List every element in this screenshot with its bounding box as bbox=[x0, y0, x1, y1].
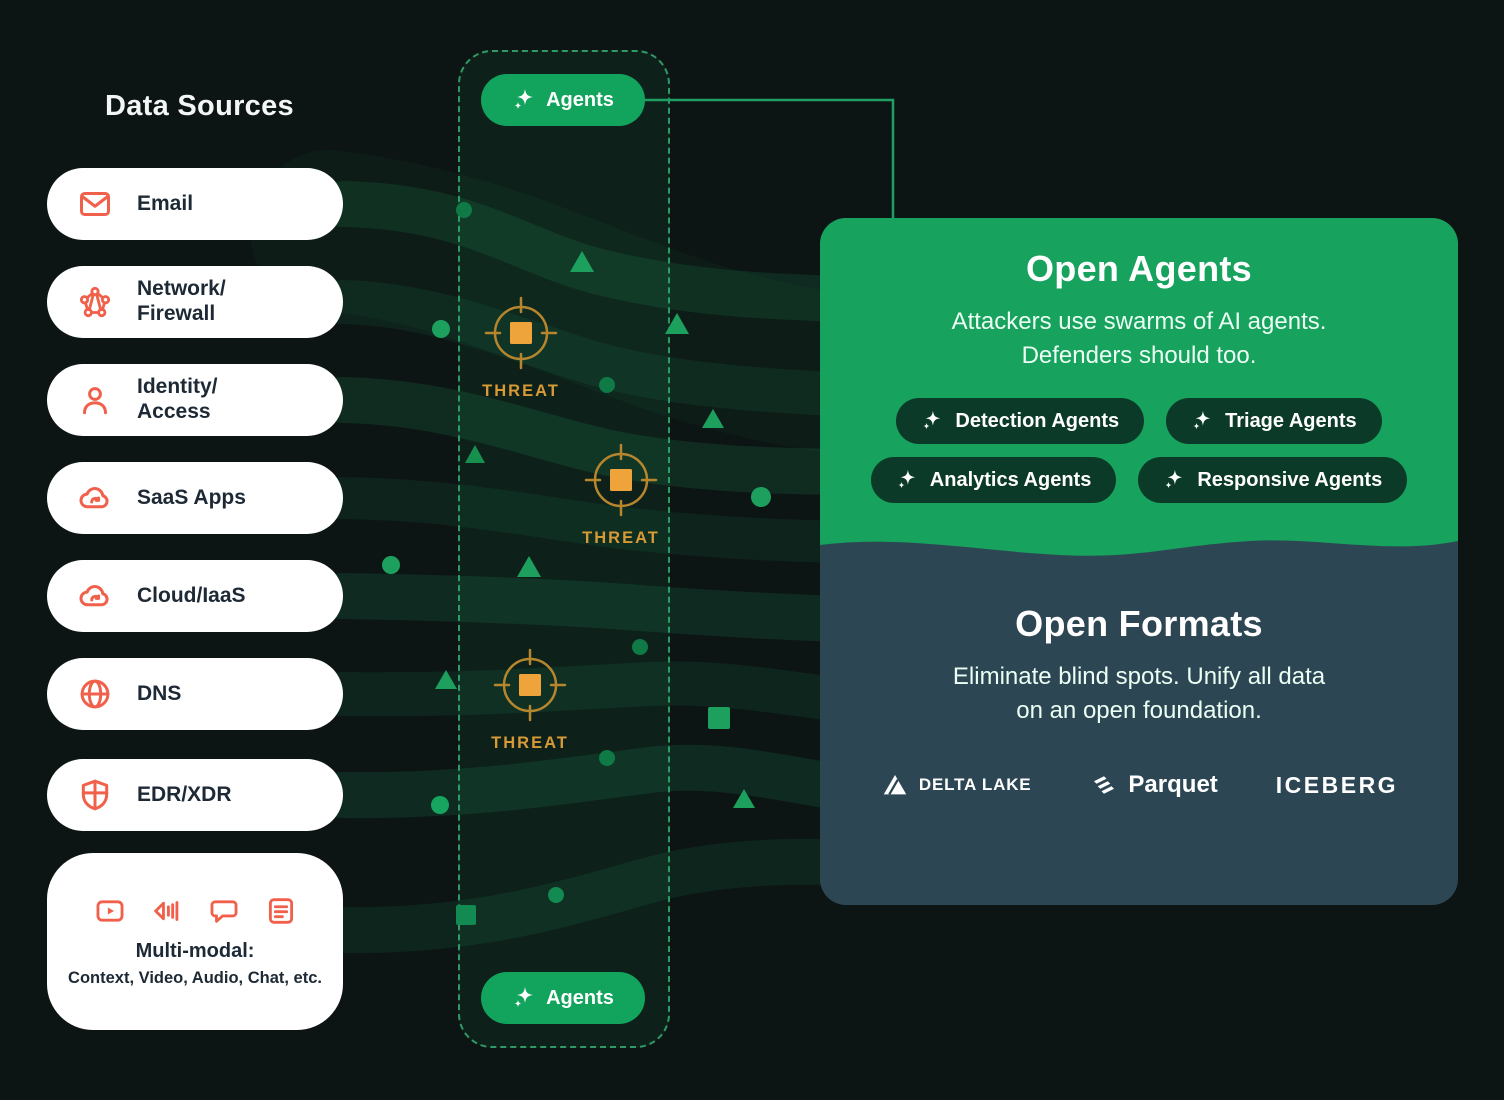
threat-marker-1: THREAT bbox=[451, 295, 591, 401]
source-label: Network/ Firewall bbox=[137, 277, 226, 325]
agent-type-pills: Detection Agents Triage Agents bbox=[820, 398, 1458, 504]
sparkle-icon bbox=[514, 987, 534, 1007]
open-agents-panel: Open Agents Attackers use swarms of AI a… bbox=[820, 218, 1458, 530]
parquet-logo: Parquet bbox=[1089, 770, 1218, 800]
data-sources-heading: Data Sources bbox=[105, 90, 294, 122]
globe-icon bbox=[77, 676, 113, 712]
multimodal-title: Multi-modal: bbox=[135, 940, 255, 963]
audio-icon bbox=[153, 901, 178, 922]
agents-label: Agents bbox=[546, 986, 614, 1009]
source-multimodal: Multi-modal: Context, Video, Audio, Chat… bbox=[47, 853, 343, 1030]
crosshair-icon bbox=[493, 648, 567, 722]
cloud-iaas-icon bbox=[77, 578, 113, 614]
crosshair-icon bbox=[484, 296, 558, 370]
open-formats-title: Open Formats bbox=[1015, 603, 1263, 644]
source-dns: DNS bbox=[47, 658, 343, 730]
multimodal-subtitle: Context, Video, Audio, Chat, etc. bbox=[68, 969, 322, 988]
source-cloud-iaas: Cloud/IaaS bbox=[47, 560, 343, 632]
multimodal-icons bbox=[93, 894, 298, 928]
agents-pill-bottom: Agents bbox=[481, 972, 645, 1024]
source-label: Cloud/IaaS bbox=[137, 583, 246, 607]
pill-analytics-agents: Analytics Agents bbox=[870, 457, 1117, 504]
source-edr-xdr: EDR/XDR bbox=[47, 759, 343, 831]
delta-lake-icon bbox=[883, 775, 907, 796]
email-icon bbox=[77, 186, 113, 222]
threat-marker-2: THREAT bbox=[551, 442, 691, 548]
format-logos: DELTA LAKE Parquet ICEBERG bbox=[820, 770, 1458, 800]
sparkle-icon bbox=[1165, 470, 1183, 489]
open-formats-body: Eliminate blind spots. Unify all data on… bbox=[952, 663, 1326, 725]
delta-lake-logo: DELTA LAKE bbox=[880, 770, 1032, 800]
source-email: Email bbox=[47, 168, 343, 240]
saas-cloud-icon bbox=[77, 480, 113, 516]
network-icon bbox=[77, 284, 113, 320]
wave-divider bbox=[820, 529, 1458, 556]
source-label: Email bbox=[137, 191, 194, 215]
chat-icon bbox=[210, 900, 237, 923]
threat-marker-3: THREAT bbox=[460, 647, 600, 753]
iceberg-label: ICEBERG bbox=[1275, 771, 1399, 798]
threat-label: THREAT bbox=[482, 382, 560, 400]
threat-label: THREAT bbox=[491, 734, 569, 752]
sparkle-icon bbox=[514, 89, 534, 109]
agent-pill-label: Triage Agents bbox=[1225, 409, 1357, 432]
threat-label: THREAT bbox=[582, 529, 660, 547]
agent-pill-label: Responsive Agents bbox=[1197, 468, 1383, 491]
identity-icon bbox=[77, 382, 113, 418]
open-formats-panel: Open Formats Eliminate blind spots. Unif… bbox=[820, 563, 1458, 800]
iceberg-logo: ICEBERG bbox=[1276, 772, 1398, 799]
parquet-label: Parquet bbox=[1128, 771, 1218, 799]
crosshair-icon bbox=[584, 443, 658, 517]
pill-triage-agents: Triage Agents bbox=[1166, 398, 1382, 445]
video-icon bbox=[96, 900, 123, 922]
agent-pill-label: Analytics Agents bbox=[929, 468, 1092, 491]
agents-label: Agents bbox=[546, 88, 614, 111]
source-label: DNS bbox=[137, 681, 182, 705]
right-panels: Open Agents Attackers use swarms of AI a… bbox=[820, 218, 1458, 905]
sparkle-icon bbox=[898, 470, 916, 489]
pill-responsive-agents: Responsive Agents bbox=[1138, 457, 1408, 504]
source-saas-apps: SaaS Apps bbox=[47, 462, 343, 534]
pill-detection-agents: Detection Agents bbox=[896, 398, 1145, 445]
parquet-icon bbox=[1094, 776, 1115, 794]
agents-pill-top: Agents bbox=[481, 74, 645, 126]
delta-lake-label: DELTA LAKE bbox=[918, 775, 1032, 795]
open-agents-title: Open Agents bbox=[1026, 248, 1252, 289]
sparkle-icon bbox=[1193, 411, 1211, 430]
source-network-firewall: Network/ Firewall bbox=[47, 266, 343, 338]
source-label: SaaS Apps bbox=[137, 485, 246, 509]
shield-icon bbox=[77, 777, 113, 813]
source-label: EDR/XDR bbox=[137, 782, 232, 806]
agent-pill-label: Detection Agents bbox=[955, 409, 1120, 432]
source-label: Identity/ Access bbox=[137, 375, 218, 423]
source-identity-access: Identity/ Access bbox=[47, 364, 343, 436]
document-icon bbox=[268, 898, 293, 924]
agents-corridor bbox=[458, 50, 670, 1048]
open-agents-subtitle: Attackers use swarms of AI agents. Defen… bbox=[951, 308, 1327, 370]
sparkle-icon bbox=[923, 411, 941, 430]
